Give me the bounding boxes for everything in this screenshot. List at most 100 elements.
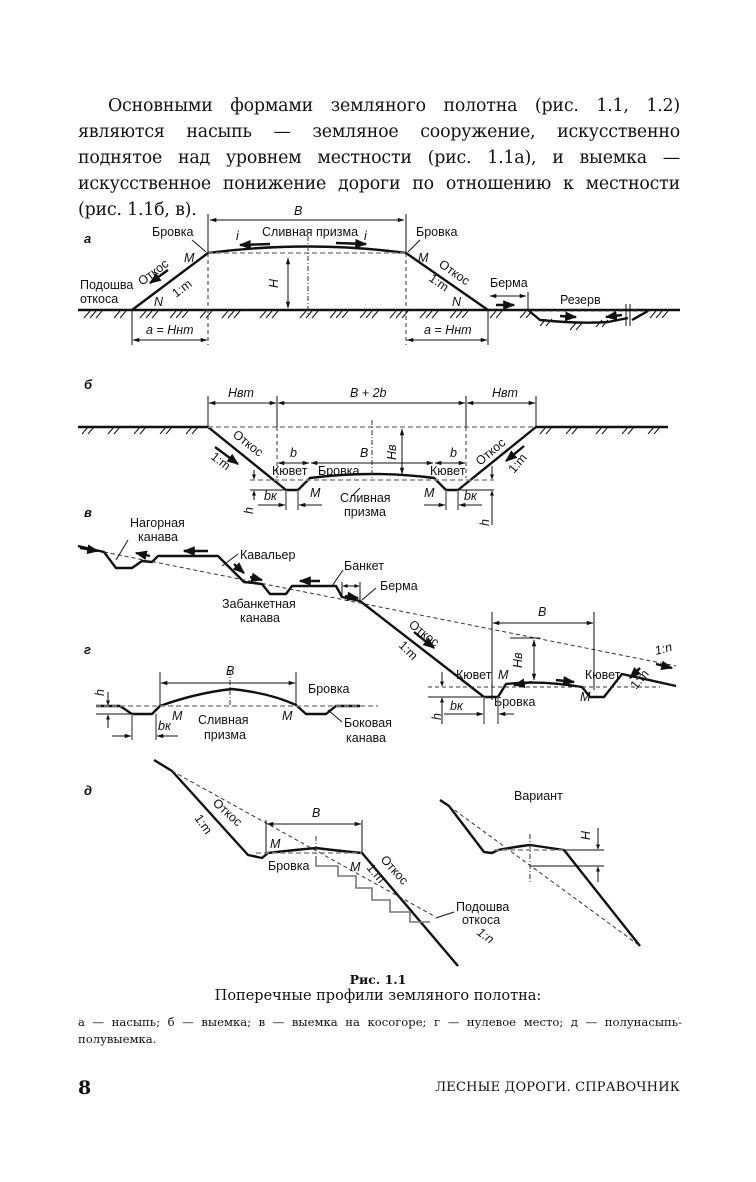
svg-text:Бровка: Бровка bbox=[268, 859, 309, 873]
section-g-zero-place: г B h bк M M Сливная призма Бровка Боков… bbox=[84, 642, 392, 745]
svg-text:Бровка: Бровка bbox=[494, 695, 535, 709]
svg-text:Hвm: Hвm bbox=[492, 386, 518, 400]
figure-caption-title: Рис. 1.1 bbox=[349, 972, 407, 987]
label-berm: Берма bbox=[490, 276, 528, 290]
svg-text:M: M bbox=[418, 251, 429, 265]
label-width-b: B bbox=[294, 204, 302, 218]
figure-caption-legend: а — насыпь; б — выемка; в — выемка на ко… bbox=[78, 1015, 682, 1046]
svg-text:1:m: 1:m bbox=[628, 667, 652, 692]
svg-text:a = Hнm: a = Hнm bbox=[424, 323, 472, 337]
svg-text:B: B bbox=[360, 446, 368, 460]
section-a-letter: а bbox=[84, 231, 91, 246]
hillside-outline bbox=[77, 544, 677, 699]
svg-text:M: M bbox=[270, 837, 281, 851]
svg-text:Бровка: Бровка bbox=[318, 464, 359, 478]
svg-text:Нагорная: Нагорная bbox=[130, 516, 185, 530]
svg-text:M: M bbox=[498, 668, 509, 682]
svg-text:M: M bbox=[310, 486, 321, 500]
svg-text:Банкет: Банкет bbox=[344, 559, 384, 573]
running-head: ЛЕСНЫЕ ДОРОГИ. СПРАВОЧНИК bbox=[435, 1080, 680, 1095]
section-b-cut: б Hвm B + 2b Hвm b B b Hв Кювет Бровка К… bbox=[78, 377, 668, 526]
svg-text:Откос: Откос bbox=[210, 796, 245, 829]
svg-text:Кавальер: Кавальер bbox=[240, 548, 295, 562]
svg-text:призма: призма bbox=[204, 728, 246, 742]
svg-text:1:m: 1:m bbox=[208, 449, 233, 473]
svg-text:Кювет: Кювет bbox=[430, 464, 466, 478]
flow-arrow bbox=[335, 238, 368, 249]
svg-text:bк: bк bbox=[450, 699, 464, 713]
svg-text:i: i bbox=[364, 229, 368, 243]
flow-arrow bbox=[238, 239, 271, 250]
label-toe: Подошва bbox=[80, 278, 133, 292]
svg-text:Бровка: Бровка bbox=[308, 682, 349, 696]
reserve-pit bbox=[527, 309, 629, 324]
svg-text:Кювет: Кювет bbox=[456, 668, 492, 682]
svg-text:1:m: 1:m bbox=[396, 638, 421, 663]
svg-text:Кювет: Кювет bbox=[272, 464, 308, 478]
section-d-letter: д bbox=[84, 783, 92, 798]
svg-text:H: H bbox=[579, 830, 593, 840]
svg-text:M: M bbox=[184, 251, 195, 265]
svg-text:откоса: откоса bbox=[462, 913, 500, 927]
svg-text:b: b bbox=[450, 446, 457, 460]
svg-text:M: M bbox=[350, 860, 361, 874]
svg-text:M: M bbox=[172, 709, 183, 723]
svg-text:M: M bbox=[424, 486, 435, 500]
svg-text:1:n: 1:n bbox=[653, 640, 673, 658]
svg-text:i: i bbox=[236, 229, 240, 243]
section-g-letter: г bbox=[84, 642, 91, 657]
embankment-outline bbox=[131, 245, 489, 311]
svg-text:Сливная: Сливная bbox=[198, 713, 249, 727]
section-a-embankment: а B Сливная призма i i H Бровка Бровка M… bbox=[78, 204, 680, 345]
svg-text:1:m: 1:m bbox=[506, 451, 530, 476]
svg-text:M: M bbox=[282, 709, 293, 723]
svg-text:Берма: Берма bbox=[380, 579, 418, 593]
label-drain-prism: Сливная призма bbox=[262, 225, 358, 239]
svg-text:Откос: Откос bbox=[230, 427, 266, 459]
svg-text:H: H bbox=[267, 278, 281, 288]
svg-text:B: B bbox=[538, 605, 546, 619]
svg-text:Hв: Hв bbox=[385, 444, 399, 460]
svg-text:bк: bк bbox=[264, 489, 278, 503]
svg-text:h: h bbox=[478, 519, 492, 526]
body-paragraph: Основными формами земляного полотна (рис… bbox=[78, 96, 680, 221]
natural-ground-line bbox=[103, 551, 677, 667]
svg-text:B: B bbox=[312, 806, 320, 820]
svg-text:Hвm: Hвm bbox=[228, 386, 254, 400]
svg-text:канава: канава bbox=[138, 530, 178, 544]
svg-text:призма: призма bbox=[344, 505, 386, 519]
svg-text:b: b bbox=[290, 446, 297, 460]
figure-caption-subtitle: Поперечные профили земляного полотна: bbox=[214, 988, 542, 1004]
svg-text:откоса: откоса bbox=[80, 292, 118, 306]
svg-text:Боковая: Боковая bbox=[344, 716, 392, 730]
section-b-letter: б bbox=[84, 377, 93, 392]
svg-text:B: B bbox=[226, 664, 234, 678]
label-variant: Вариант bbox=[514, 789, 563, 803]
section-v-letter: в bbox=[84, 505, 92, 520]
section-d-half-fill-half-cut: д B M M Бровка Откос 1:m Откос 1:m Подош… bbox=[84, 758, 641, 967]
svg-text:h: h bbox=[242, 507, 256, 514]
ground-hatching bbox=[83, 310, 669, 331]
svg-text:N: N bbox=[154, 295, 164, 309]
svg-text:канава: канава bbox=[240, 611, 280, 625]
svg-text:h: h bbox=[93, 689, 107, 696]
svg-text:Подошва: Подошва bbox=[456, 900, 509, 914]
benched-steps bbox=[315, 858, 430, 923]
page-number: 8 bbox=[78, 1077, 92, 1099]
svg-text:N: N bbox=[452, 295, 462, 309]
svg-text:Забанкетная: Забанкетная bbox=[222, 597, 296, 611]
label-crest: Бровка bbox=[152, 225, 193, 239]
svg-text:M: M bbox=[580, 690, 591, 704]
svg-text:Hв: Hв bbox=[511, 652, 525, 668]
svg-text:a = Hнm: a = Hнm bbox=[146, 323, 194, 337]
label-crest: Бровка bbox=[416, 225, 457, 239]
svg-text:Сливная: Сливная bbox=[340, 491, 391, 505]
svg-text:канава: канава bbox=[346, 731, 386, 745]
section-v-hillside-cut: в Нагорная канава Кавальер Банкет Берма … bbox=[77, 505, 677, 724]
svg-text:1:n: 1:n bbox=[474, 925, 496, 946]
svg-text:Кювет: Кювет bbox=[585, 668, 621, 682]
label-reserve: Резерв bbox=[560, 293, 601, 307]
svg-text:h: h bbox=[430, 713, 444, 720]
svg-text:bк: bк bbox=[158, 719, 172, 733]
